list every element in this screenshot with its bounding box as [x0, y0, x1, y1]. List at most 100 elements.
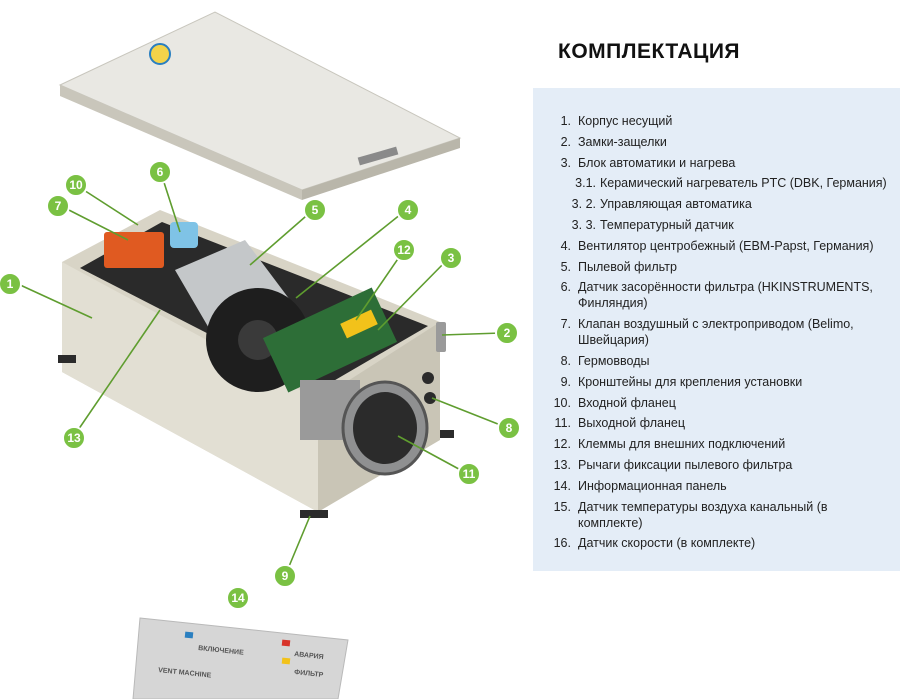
spec-item-text: Входной фланец — [578, 395, 676, 410]
svg-text:9: 9 — [282, 569, 289, 583]
spec-item-number: 12. — [553, 437, 571, 452]
spec-item-text: Датчик температуры воздуха канальный (в … — [578, 499, 828, 530]
spec-item-number: 4. — [560, 238, 571, 253]
svg-text:3: 3 — [448, 251, 455, 265]
spec-item-number: 13. — [553, 457, 571, 472]
spec-item-text: Клеммы для внешних подключений — [578, 437, 786, 452]
spec-item-text: Керамический нагреватель PTC (DBK, Герма… — [600, 176, 887, 191]
spec-item-number: 10. — [553, 395, 571, 410]
filter-sensor — [170, 222, 198, 248]
spec-item-text: Вентилятор центробежный (EBM-Papst, Герм… — [578, 238, 874, 253]
spec-list-item: 3.1. Керамический нагреватель PTC (DBK, Г… — [533, 175, 900, 191]
mounting-bracket — [300, 510, 328, 518]
spec-item-number: 3. — [560, 155, 571, 170]
spec-list-item: 16. Датчик скорости (в комплекте) — [533, 535, 900, 551]
spec-list-item: 5. Пылевой фильтр — [533, 259, 900, 275]
callout-9: 9 — [273, 564, 297, 588]
spec-item-number: 5. — [560, 259, 571, 274]
internals — [104, 222, 398, 440]
info-panel: ВКЛЮЧЕНИЕ АВАРИЯ ФИЛЬТР VENT MACHINE — [132, 617, 349, 699]
spec-list-item: 1.Корпус несущий — [533, 113, 900, 129]
spec-list-item: 6. Датчик засорённости фильтра (HKINSTRUM… — [533, 279, 900, 311]
svg-text:6: 6 — [157, 165, 164, 179]
callout-8: 8 — [497, 416, 521, 440]
svg-text:7: 7 — [55, 199, 62, 213]
lid-label-plate — [357, 146, 399, 166]
svg-text:5: 5 — [312, 203, 319, 217]
callout-14: 14 — [226, 586, 250, 610]
spec-list-item: 10. Входной фланец — [533, 395, 900, 411]
spec-list-item: 13. Рычаги фиксации пылевого фильтра — [533, 457, 900, 473]
spec-list-item: 12. Клеммы для внешних подключений — [533, 436, 900, 452]
cable-gland-icon — [424, 392, 436, 404]
mounting-bracket — [440, 430, 454, 438]
mounting-bracket — [58, 355, 76, 363]
spec-item-text: Замки-защелки — [578, 134, 667, 149]
spec-item-text: Датчик засорённости фильтра (HKINSTRUMEN… — [578, 280, 873, 311]
spec-item-text: Выходной фланец — [578, 416, 685, 431]
spec-list-item: 14. Информационная панель — [533, 478, 900, 494]
spec-item-number: 2. — [560, 134, 571, 149]
spec-item-text: Пылевой фильтр — [578, 259, 677, 274]
callout-5: 5 — [303, 198, 327, 222]
callout-3: 3 — [439, 246, 463, 270]
spec-list-item: 3. 2. Управляющая автоматика — [533, 196, 900, 212]
svg-text:1: 1 — [7, 277, 14, 291]
spec-item-number: 11. — [554, 416, 571, 431]
callout-7: 7 — [46, 194, 70, 218]
callout-1: 1 — [0, 272, 22, 296]
terminal-block — [340, 309, 378, 339]
fan-hub-icon — [238, 320, 278, 360]
spec-item-text: Управляющая автоматика — [600, 197, 752, 212]
product-illustration: ВКЛЮЧЕНИЕ АВАРИЯ ФИЛЬТР VENT MACHINE 1 2… — [0, 11, 521, 699]
svg-text:8: 8 — [506, 421, 513, 435]
spec-list-item: 8. Гермовводы — [533, 353, 900, 369]
spec-item-text: Рычаги фиксации пылевого фильтра — [578, 457, 793, 472]
callout-13: 13 — [62, 426, 86, 450]
spec-item-text: Температурный датчик — [600, 217, 734, 232]
spec-item-number: 14. — [553, 478, 571, 493]
spec-item-text: Гермовводы — [578, 353, 650, 368]
svg-text:10: 10 — [69, 178, 83, 192]
spec-list-item: 7. Клапан воздушный с электроприводом (Be… — [533, 316, 900, 348]
spec-list-item: 11. Выходной фланец — [533, 415, 900, 431]
svg-text:12: 12 — [397, 243, 411, 257]
spec-list-item: 3. 3.Температурный датчик — [533, 217, 900, 233]
spec-item-text: Датчик скорости (в комплекте) — [578, 536, 756, 551]
spec-list-item: 3. Блок автоматики и нагрева — [533, 155, 900, 171]
info-label-alarm: АВАРИЯ — [294, 651, 324, 661]
spec-item-text: Клапан воздушный с электроприводом (Beli… — [578, 317, 854, 348]
damper-actuator — [104, 232, 164, 268]
callouts: 1 2 3 4 5 6 7 8 9 10 11 12 13 14 — [0, 160, 521, 610]
svg-text:11: 11 — [463, 467, 476, 481]
lid — [58, 11, 462, 200]
spec-item-number: 16. — [553, 536, 571, 551]
lid-logo-icon — [149, 43, 171, 65]
spec-item-number: 8. — [560, 353, 571, 368]
svg-text:14: 14 — [231, 591, 245, 605]
page-title: КОМПЛЕКТАЦИЯ — [558, 40, 741, 63]
spec-list-item: 15. Датчик температуры воздуха канальный … — [533, 499, 900, 531]
spec-item-number: 3.1. — [575, 176, 596, 191]
info-label-filter: ФИЛЬТР — [294, 669, 324, 679]
outlet-flange — [341, 380, 429, 476]
spec-item-number: 9. — [560, 374, 571, 389]
callout-12: 12 — [392, 238, 416, 262]
spec-item-text: Информационная панель — [578, 478, 727, 493]
callout-2: 2 — [495, 321, 519, 345]
svg-text:13: 13 — [67, 431, 81, 445]
spec-item-number: 6. — [560, 280, 571, 295]
spec-item-text: Блок автоматики и нагрева — [578, 155, 736, 170]
info-label-power: ВКЛЮЧЕНИЕ — [198, 645, 245, 657]
spec-item-text: Кронштейны для крепления установки — [578, 374, 803, 389]
spec-list-item: 2. Замки-защелки — [533, 134, 900, 150]
spec-item-number: 3. 2. — [571, 197, 596, 212]
callout-11: 11 — [457, 462, 481, 486]
svg-text:2: 2 — [504, 326, 511, 340]
cable-gland-icon — [422, 372, 434, 384]
spec-item-number: 7. — [560, 317, 571, 332]
spec-item-text: Корпус несущий — [578, 114, 673, 128]
spec-list-item: 4. Вентилятор центробежный (EBM-Papst, Ге… — [533, 238, 900, 254]
spec-item-number: 15. — [553, 499, 571, 514]
spec-list-panel: 1.Корпус несущий 2. Замки-защелки 3. Блок ав… — [533, 88, 900, 571]
